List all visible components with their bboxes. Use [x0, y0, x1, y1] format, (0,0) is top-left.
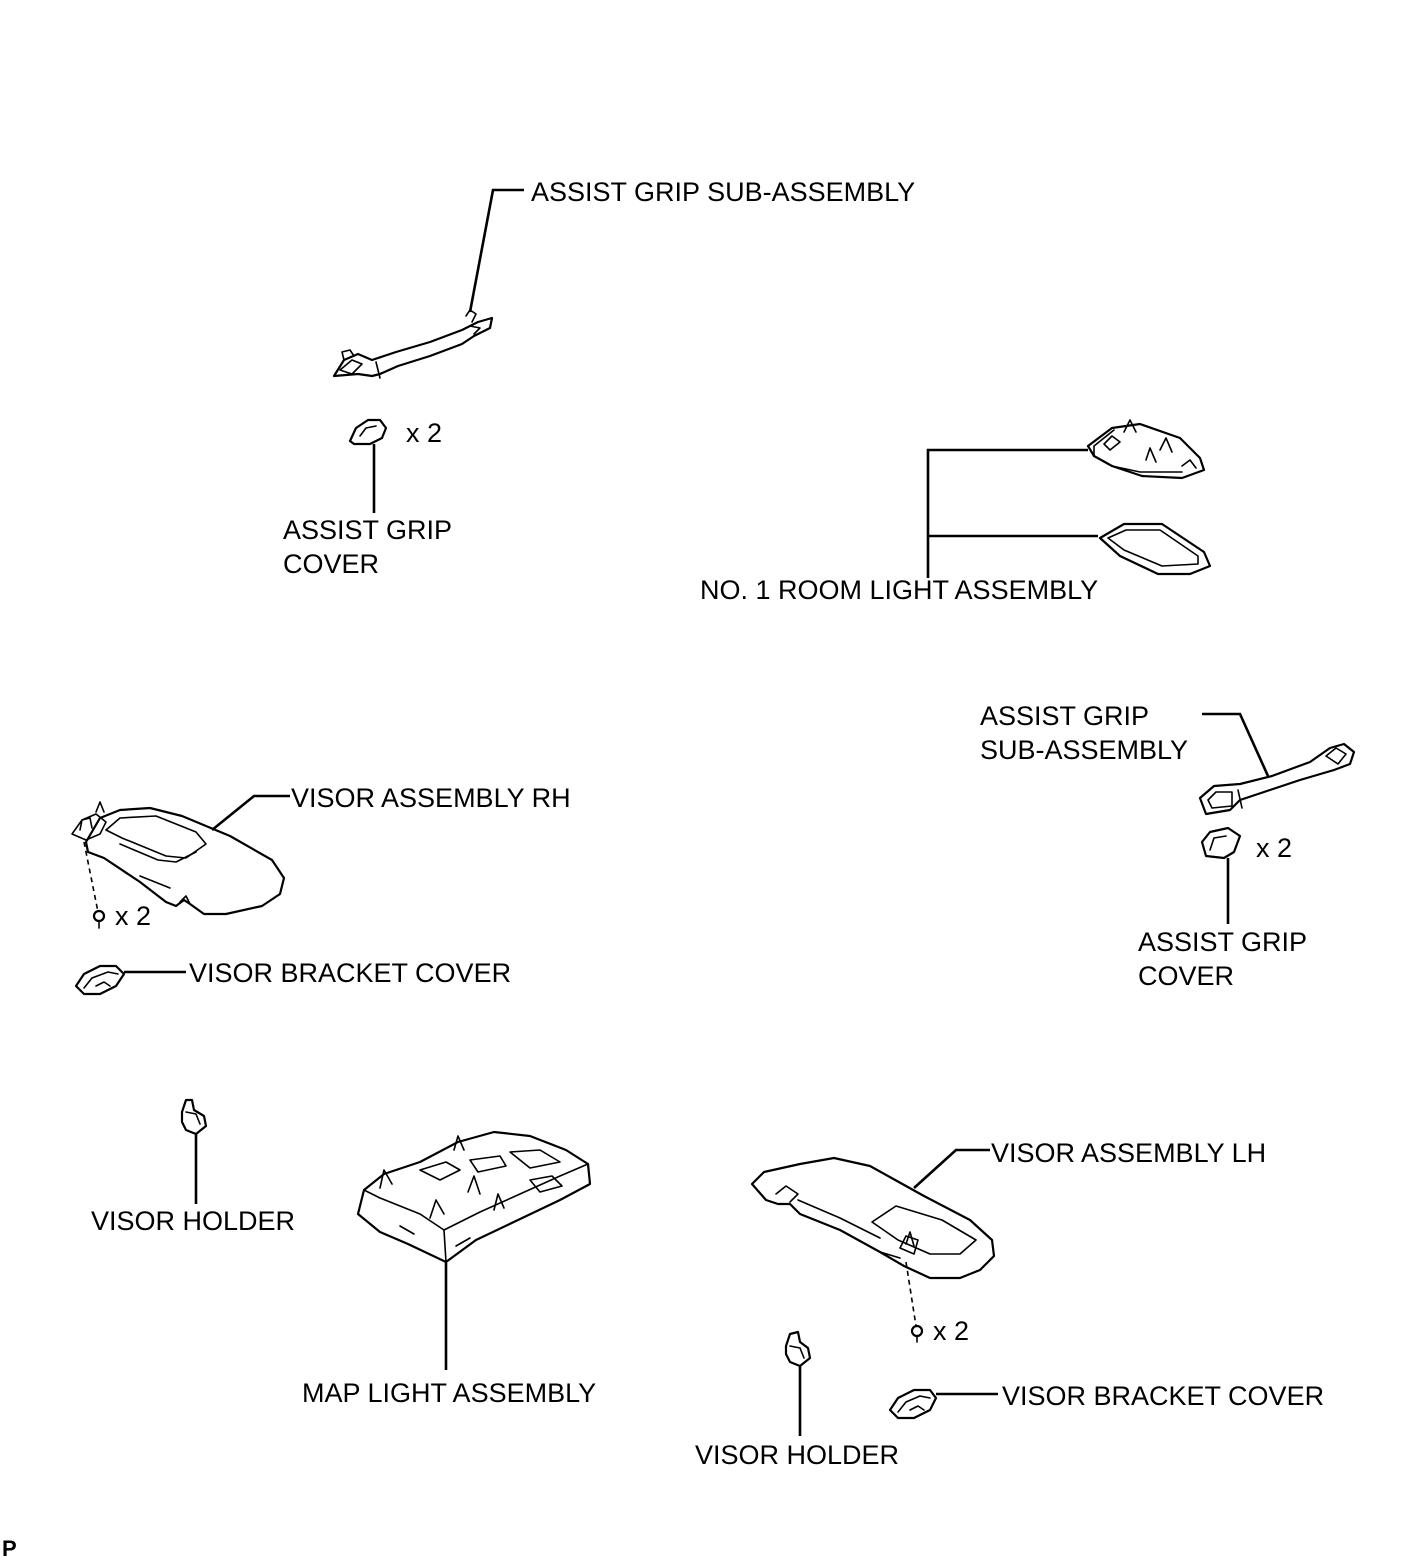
room-light-housing-part [1086, 419, 1206, 480]
label-assist-grip-sub-assembly-right: ASSIST GRIP SUB-ASSEMBLY [980, 701, 1189, 765]
screw-lh-icon [910, 1324, 924, 1343]
label-visor-lh: VISOR ASSEMBLY LH [991, 1138, 1267, 1168]
screw-path-lh [905, 1261, 917, 1327]
screw-path-rh [83, 841, 99, 913]
map-light-part [356, 1130, 592, 1264]
label-assist-grip-sub-assembly-top: ASSIST GRIP SUB-ASSEMBLY [531, 177, 916, 207]
label-visor-bracket-cover-left: VISOR BRACKET COVER [189, 958, 512, 988]
label-visor-bracket-cover-right: VISOR BRACKET COVER [1002, 1381, 1325, 1411]
label-assist-grip-cover-left: ASSIST GRIP COVER [283, 515, 453, 579]
label-visor-holder-right: VISOR HOLDER [695, 1440, 900, 1470]
visor-lh-part [750, 1156, 996, 1280]
leader-visor-lh [913, 1148, 990, 1189]
assist-grip-top-part [332, 309, 494, 379]
visor-holder-left-part [180, 1098, 208, 1136]
label-visor-holder-left: VISOR HOLDER [91, 1206, 296, 1236]
label-room-light: NO. 1 ROOM LIGHT ASSEMBLY [700, 575, 1099, 605]
leader-room-light [926, 448, 1088, 578]
label-map-light: MAP LIGHT ASSEMBLY [302, 1378, 597, 1408]
assist-grip-cover-right-part [1200, 826, 1242, 860]
qty-grip-cover-right: x 2 [1256, 833, 1293, 863]
screw-rh-icon [92, 909, 106, 929]
visor-bracket-cover-right-part [888, 1388, 938, 1420]
qty-screw-rh: x 2 [115, 901, 152, 931]
assist-grip-right-part [1198, 742, 1356, 816]
label-visor-rh: VISOR ASSEMBLY RH [291, 783, 571, 813]
leader-assist-grip-right [1202, 712, 1270, 777]
leader-visor-rh [211, 794, 290, 832]
qty-screw-lh: x 2 [933, 1316, 970, 1346]
figure-code: P [2, 1536, 17, 1561]
visor-holder-right-part [784, 1330, 812, 1368]
visor-rh-part [71, 801, 286, 916]
label-assist-grip-cover-right: ASSIST GRIP COVER [1138, 927, 1308, 991]
visor-bracket-cover-left-part [74, 964, 126, 996]
leader-assist-grip-top [468, 188, 524, 313]
room-light-lens-part [1098, 522, 1212, 576]
assist-grip-cover-left-part [348, 418, 388, 446]
qty-grip-cover-left: x 2 [406, 418, 443, 448]
